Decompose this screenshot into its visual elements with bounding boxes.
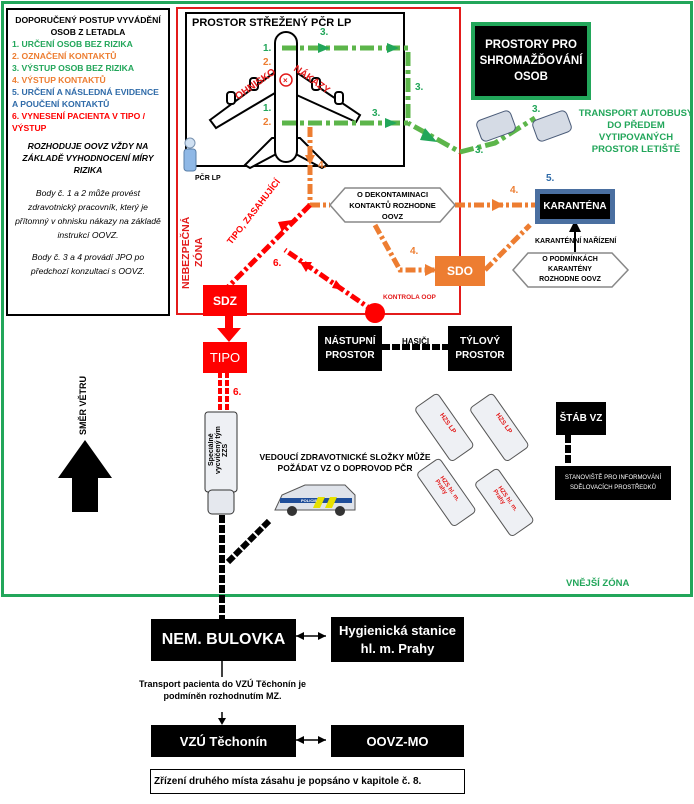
tipo-box: TIPO: [203, 342, 247, 373]
arrow-down-icon: [217, 328, 241, 342]
step-2-marker: 2.: [263, 117, 272, 128]
guarded-area-title: PROSTOR STŘEŽENÝ PČR LP: [192, 17, 352, 29]
legend-note-2: Body č. 3 a 4 provádí JPO po předchozí k…: [30, 252, 146, 276]
svg-text:×: ×: [283, 76, 288, 85]
assembly-area-box: PROSTORY PRO SHROMAŽĎOVÁNÍ OSOB: [471, 22, 591, 100]
rear-area-box: TÝLOVÝ PROSTOR: [448, 326, 512, 371]
arrow-left-icon: [296, 736, 304, 744]
quarantine-order-label: KARANTÉNNÍ NAŘÍZENÍ: [535, 238, 617, 245]
focus-marker-icon: [279, 73, 293, 87]
legend-step-1: 1. URČENÍ OSOB BEZ RIZIKA: [12, 39, 133, 49]
command-box: ŠTÁB VZ: [556, 402, 606, 435]
staging-area-box: NÁSTUPNÍ PROSTOR: [318, 326, 382, 371]
step-1-marker: 1.: [263, 103, 272, 114]
police-officer-icon: [183, 137, 197, 172]
arrow-icon: [318, 43, 330, 53]
firefighters-label: HASIČI: [402, 337, 430, 346]
arrow-up-icon: [569, 220, 581, 232]
step-6-marker: 6.: [233, 387, 242, 398]
step-4-marker: 4.: [510, 185, 519, 196]
fire-truck-icon: [415, 393, 534, 536]
arrow-icon: [305, 155, 315, 165]
step-3-marker: 3.: [372, 108, 381, 119]
quarantine-conditions-hexagon: [511, 252, 630, 288]
arrow-icon: [278, 220, 292, 232]
legend-note-1: Body č. 1 a 2 může provést zdravotnický …: [15, 188, 161, 240]
quarantine-conditions-note: O PODMÍNKÁCH KARANTÉNY ROZHODNE OOVZ: [539, 256, 601, 283]
airplane-icon: [208, 31, 362, 170]
arrow-left-icon: [296, 632, 304, 640]
medic-note: VEDOUCÍ ZDRAVOTNICKÉ SLOŽKY MŮŽE POŽÁDAT…: [259, 452, 431, 473]
wind-arrow-icon: [58, 440, 112, 512]
arrow-right-icon: [318, 736, 326, 744]
legend-panel: DOPORUČENÝ POSTUP VYVÁDĚNÍ OSOB Z LETADL…: [6, 8, 170, 316]
legend-step-3: 3. VÝSTUP OSOB BEZ RIZIKA: [12, 63, 135, 73]
step-3-marker: 3.: [320, 27, 329, 38]
arrow-icon: [420, 128, 437, 142]
hospital-box: NEM. BULOVKA: [151, 619, 296, 661]
police-car-label: POLICIE: [301, 498, 318, 503]
decontamination-hexagon: [328, 187, 457, 223]
oovz-mo-box: OOVZ-MO: [331, 725, 464, 757]
ppe-check-label: KONTROLA OOP: [383, 294, 436, 301]
sdz-box: SDZ: [203, 285, 247, 316]
arrow-icon: [387, 43, 399, 53]
step-4-marker: 4.: [318, 160, 327, 171]
ambulance-icon: [204, 411, 238, 515]
step-1-marker: 1.: [263, 43, 272, 54]
arrow-down-icon: [218, 718, 226, 725]
outer-zone-label: VNĚJŠÍ ZÓNA: [566, 578, 630, 589]
bus-transport-note: TRANSPORT AUTOBUSY DO PŘEDEM VYTIPOVANÝC…: [578, 108, 694, 155]
ambulance-label: Speciálně vycvičený tým ZZS: [208, 426, 229, 474]
legend-step-4: 4. VÝSTUP KONTAKTŮ: [12, 75, 106, 85]
ppe-check-point: [365, 303, 385, 323]
media-point-box: STANOVIŠTĚ PRO INFORMOVÁNÍ SDĚLOVACÍCH P…: [555, 466, 671, 500]
legend-step-5: 5. URČENÍ A NÁSLEDNÁ EVIDENCE A POUČENÍ …: [12, 87, 159, 109]
legend-step-6: 6. VYNESENÍ PACIENTA V TIPO / VÝSTUP: [12, 111, 146, 133]
bus-icon: [476, 110, 572, 142]
red-vertical-path: [218, 372, 229, 412]
hygiene-station-box: Hygienická stanice hl. m. Prahy: [331, 617, 464, 662]
sdo-box: SDO: [435, 256, 485, 286]
arrow-icon: [492, 199, 504, 211]
decision-note: ROZHODUJE OOVZ VŽDY NA ZÁKLADĚ VYHODNOCE…: [22, 141, 154, 175]
arrow-right-icon: [318, 632, 326, 640]
arrow-icon: [425, 264, 437, 276]
wind-direction-label: SMĚR VĚTRU: [78, 375, 88, 435]
footnote: Zřízení druhého místa zásahu je popsáno …: [150, 769, 465, 794]
legend-title: DOPORUČENÝ POSTUP VYVÁDĚNÍ OSOB Z LETADL…: [15, 15, 161, 37]
step-3-marker: 3.: [475, 145, 484, 156]
police-car-icon: [274, 484, 356, 516]
step-6-marker: 6.: [273, 258, 282, 269]
arrow-icon: [385, 118, 397, 128]
arrow-icon: [332, 280, 344, 290]
legend-step-2: 2. OZNAČENÍ KONTAKTŮ: [12, 51, 117, 61]
step-4-marker: 4.: [410, 246, 419, 257]
step-2-marker: 2.: [263, 57, 272, 68]
decontamination-note: O DEKONTAMINACI KONTAKTŮ ROZHODNE OOVZ: [349, 189, 436, 221]
transport-note: Transport pacienta do VZÚ Těchonín je po…: [138, 679, 307, 701]
outer-zone: [1, 1, 693, 597]
legend-steps: 1. URČENÍ OSOB BEZ RIZIKA 2. OZNAČENÍ KON…: [12, 38, 164, 134]
black-dashed-path: [219, 344, 571, 620]
step-3-marker: 3.: [415, 82, 424, 93]
step-5-marker: 5.: [546, 173, 555, 184]
vzu-box: VZÚ Těchonín: [151, 725, 296, 757]
red-patient-path: [223, 203, 377, 315]
quarantine-box: KARANTÉNA: [535, 189, 615, 224]
danger-zone: [176, 7, 461, 315]
step-3-marker: 3.: [532, 104, 541, 115]
police-label: PČR LP: [195, 175, 221, 182]
arrow-icon: [300, 262, 312, 272]
